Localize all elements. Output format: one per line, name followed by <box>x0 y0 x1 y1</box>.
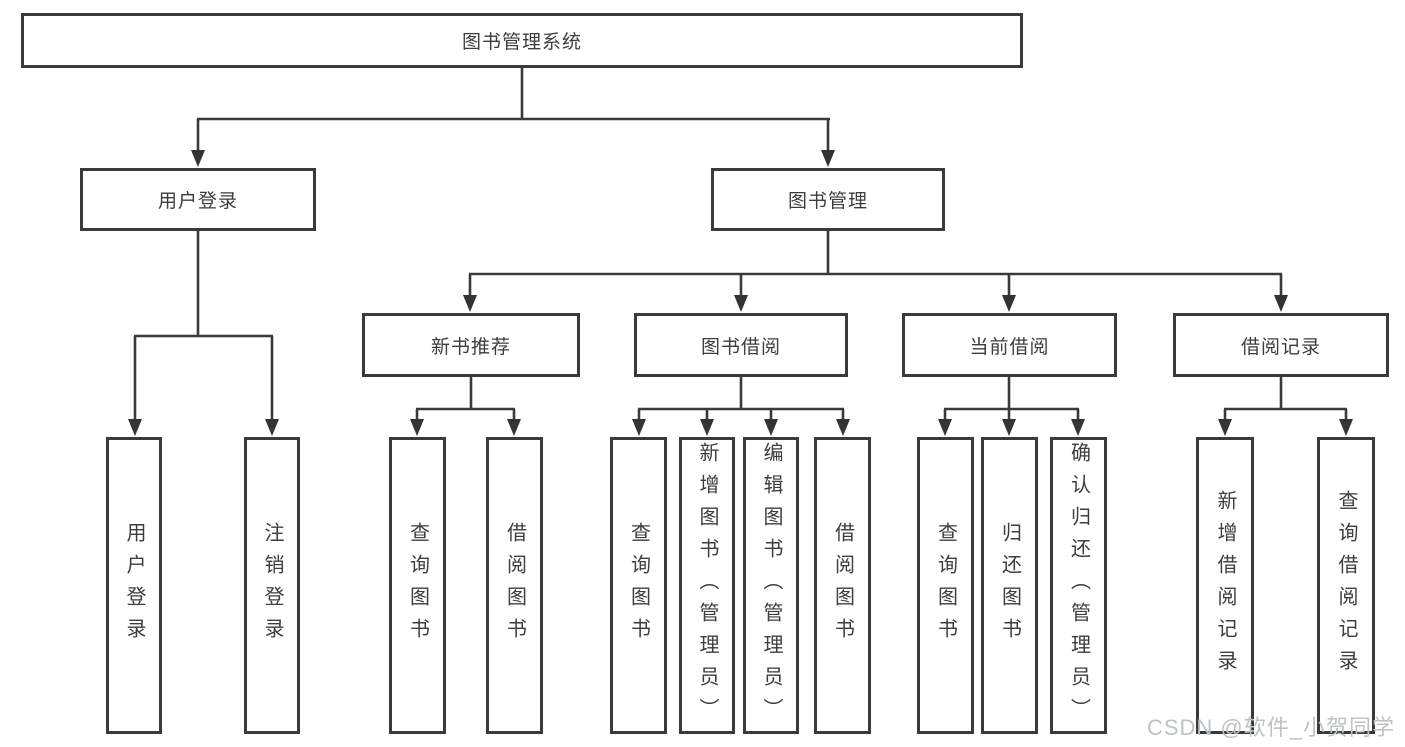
arrowhead-icon <box>836 419 850 436</box>
arrowhead-icon <box>1218 419 1232 436</box>
node-label: 用户登录 <box>123 521 145 650</box>
arrowhead-icon <box>128 419 142 436</box>
arrowhead-icon <box>821 150 835 167</box>
csdn-watermark: CSDN @软件_小贺同学 <box>1146 715 1395 740</box>
leaf-query-books-borrowing: 查询图书 <box>610 437 667 734</box>
connector-current-borrowing-to-leaves <box>938 377 1085 436</box>
arrowhead-icon <box>938 419 952 436</box>
node-label: 确认归还（管理员） <box>1067 441 1090 730</box>
arrowhead-icon <box>1002 295 1016 312</box>
leaf-return-books: 归还图书 <box>981 437 1038 734</box>
node-current-borrowing: 当前借阅 <box>902 313 1117 377</box>
node-label: 借阅图书 <box>831 521 854 650</box>
leaf-query-books-current: 查询图书 <box>917 437 974 734</box>
node-label: 查询图书 <box>406 521 429 650</box>
node-library-management-system: 图书管理系统 <box>21 13 1023 68</box>
node-label: 用户登录 <box>157 191 238 212</box>
node-label: 新增借阅记录 <box>1214 489 1236 682</box>
node-label: 查询图书 <box>934 521 957 650</box>
node-label: 查询图书 <box>627 521 650 650</box>
node-new-book-recommendation: 新书推荐 <box>362 313 580 377</box>
leaf-borrow-books-recommendation: 借阅图书 <box>486 437 543 734</box>
node-label: 借阅图书 <box>503 521 526 650</box>
node-label: 新增图书（管理员） <box>696 441 718 730</box>
arrowhead-icon <box>1339 419 1353 436</box>
leaf-query-borrowing-record: 查询借阅记录 <box>1317 437 1375 734</box>
node-label: 图书管理 <box>787 191 868 212</box>
arrowhead-icon <box>632 419 646 436</box>
arrowhead-icon <box>410 419 424 436</box>
arrowhead-icon <box>1002 419 1016 436</box>
arrowhead-icon <box>265 419 279 436</box>
node-label: 归还图书 <box>998 521 1021 650</box>
node-label: 编辑图书（管理员） <box>760 441 782 730</box>
node-label: 注销登录 <box>261 521 283 650</box>
node-label: 当前借阅 <box>969 336 1050 358</box>
connector-book-management-to-level3 <box>463 231 1288 312</box>
arrowhead-icon <box>463 295 477 312</box>
connector-book-borrowing-to-leaves <box>632 377 850 436</box>
connector-user-login-to-leaves <box>128 231 279 436</box>
leaf-confirm-return-admin: 确认归还（管理员） <box>1050 437 1107 734</box>
node-label: 查询借阅记录 <box>1335 489 1357 682</box>
connector-borrowing-records-to-leaves <box>1218 377 1353 436</box>
leaf-edit-book-admin: 编辑图书（管理员） <box>743 437 799 734</box>
arrowhead-icon <box>191 150 205 167</box>
arrowhead-icon <box>700 419 714 436</box>
connector-new-book-recommendation-to-leaves <box>410 377 521 436</box>
node-book-borrowing: 图书借阅 <box>634 313 848 377</box>
leaf-borrow-books: 借阅图书 <box>814 437 871 734</box>
node-book-management: 图书管理 <box>711 168 945 231</box>
node-user-login: 用户登录 <box>80 168 316 231</box>
node-label: 图书管理系统 <box>461 32 582 53</box>
node-label: 图书借阅 <box>700 336 781 358</box>
arrowhead-icon <box>1071 419 1085 436</box>
leaf-logout: 注销登录 <box>244 437 300 734</box>
node-label: 新书推荐 <box>430 336 511 358</box>
node-label: 借阅记录 <box>1240 336 1321 358</box>
leaf-user-login: 用户登录 <box>106 437 162 734</box>
arrowhead-icon <box>507 419 521 436</box>
leaf-add-borrowing-record: 新增借阅记录 <box>1196 437 1254 734</box>
node-borrowing-records: 借阅记录 <box>1173 313 1389 377</box>
arrowhead-icon <box>764 419 778 436</box>
arrowhead-icon <box>1274 295 1288 312</box>
leaf-add-book-admin: 新增图书（管理员） <box>679 437 735 734</box>
arrowhead-icon <box>734 295 748 312</box>
leaf-query-books-recommendation: 查询图书 <box>389 437 446 734</box>
connector-root-to-level2 <box>191 68 835 167</box>
